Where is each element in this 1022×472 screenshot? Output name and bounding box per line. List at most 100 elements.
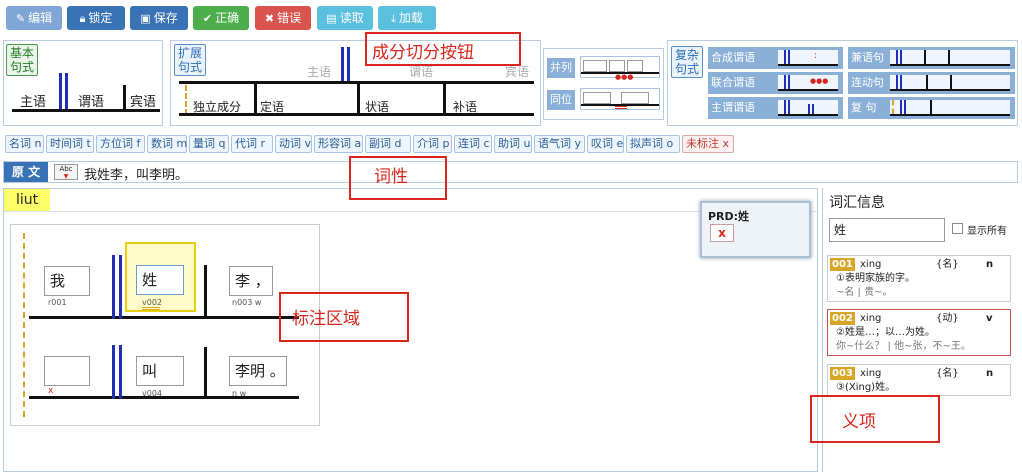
ext-object-label: 宾语 bbox=[505, 65, 530, 79]
joint-predicate-button[interactable]: 联合谓语●●● bbox=[708, 72, 843, 94]
lexicon-pane bbox=[822, 188, 1022, 472]
callout-pos-box bbox=[349, 156, 447, 200]
pos-chip[interactable]: 时间词 t bbox=[46, 135, 94, 153]
ext-top-line bbox=[179, 81, 534, 84]
coordination-panel[interactable]: 并列 ●●● 同位 bbox=[543, 48, 664, 120]
parallel-button[interactable]: 并列 bbox=[547, 58, 575, 78]
x-circle-icon: ✖ bbox=[264, 12, 275, 25]
word-cell-jiao[interactable]: 叫 bbox=[136, 356, 184, 386]
pos-chip[interactable]: 动词 v bbox=[275, 135, 312, 153]
subject-predicate-icon bbox=[778, 100, 838, 116]
selected-underline bbox=[142, 307, 160, 310]
role-popup-close-button[interactable]: x bbox=[710, 224, 734, 242]
parallel-icon: ●●● bbox=[580, 56, 660, 81]
pos-chip[interactable]: 方位词 f bbox=[96, 135, 145, 153]
callout-sense-box bbox=[810, 395, 940, 443]
edit-button[interactable]: ✎编辑 bbox=[6, 6, 62, 30]
extended-pattern-panel[interactable]: 扩展句式 主语 谓语 宾语 独立成分 定语 状语 补语 bbox=[170, 40, 541, 126]
word-tag-xing: v002 bbox=[142, 298, 163, 307]
object-label: 宾语 bbox=[130, 95, 157, 110]
sense-entry-002[interactable]: 002 xing {动} v ②姓是…；以…为姓。 你~什么？ | 他~张，不~… bbox=[827, 309, 1011, 356]
pos-chip[interactable]: 数词 m bbox=[147, 135, 187, 153]
complex-pattern-panel[interactable]: 复杂句式 合成谓语: 联合谓语●●● 主谓谓语 兼语句 连动句 复 句 bbox=[667, 40, 1018, 126]
compound-predicate-button[interactable]: 合成谓语: bbox=[708, 47, 843, 69]
subject-label: 主语 bbox=[20, 95, 47, 110]
pos-chip[interactable]: 量词 q bbox=[189, 135, 229, 153]
lexicon-search-input[interactable]: 姓 bbox=[829, 218, 945, 242]
callout-area-box bbox=[279, 292, 409, 342]
load-button[interactable]: ⤓加载 bbox=[378, 6, 436, 30]
word-tag-jiao: v004 bbox=[142, 389, 163, 398]
lock-button[interactable]: 🔒︎锁定 bbox=[67, 6, 125, 30]
word-cell-empty[interactable] bbox=[44, 356, 90, 386]
sense-entry-001[interactable]: 001 xing {名} n ①表明家族的字。 ~名 | 贵~。 bbox=[827, 255, 1011, 302]
correct-button[interactable]: ✔正确 bbox=[193, 6, 249, 30]
row1-subject-divider-2 bbox=[119, 255, 122, 319]
pivotal-sentence-button[interactable]: 兼语句 bbox=[848, 47, 1015, 69]
wrong-button[interactable]: ✖错误 bbox=[255, 6, 311, 30]
serial-verb-button[interactable]: 连动句 bbox=[848, 72, 1015, 94]
comp-divider bbox=[443, 83, 446, 115]
spellcheck-icon[interactable]: Abc▼ bbox=[54, 164, 78, 180]
show-all-label: 显示所有 bbox=[967, 226, 1007, 237]
subject-predicate-button[interactable]: 主谓谓语 bbox=[708, 97, 843, 119]
tab-underline bbox=[4, 211, 819, 212]
show-all-checkbox[interactable] bbox=[952, 223, 963, 234]
pos-chip[interactable]: 连词 c bbox=[454, 135, 492, 153]
extended-pattern-label: 扩展句式 bbox=[174, 44, 206, 76]
pos-chip[interactable]: 拟声词 o bbox=[626, 135, 680, 153]
apposition-button[interactable]: 同位 bbox=[547, 90, 575, 110]
serial-verb-icon bbox=[890, 75, 1010, 91]
source-text[interactable]: 我姓李，叫李明。 bbox=[84, 168, 189, 183]
pos-chip[interactable]: 副词 d bbox=[365, 135, 411, 153]
word-cell-xing[interactable]: 姓 bbox=[136, 265, 184, 295]
complement-label: 补语 bbox=[453, 100, 478, 114]
pos-chip[interactable]: 助词 u bbox=[494, 135, 532, 153]
check-circle-icon: ✔ bbox=[202, 12, 213, 25]
word-tag-liming: n w bbox=[232, 389, 247, 398]
ext-predicate-label: 谓语 bbox=[409, 65, 434, 79]
pos-chip[interactable]: 叹词 e bbox=[587, 135, 624, 153]
word-cell-li[interactable]: 李 ， bbox=[229, 266, 273, 296]
row2-subject-divider-2 bbox=[119, 345, 122, 399]
lexicon-title: 词汇信息 bbox=[829, 195, 885, 211]
sentence-diagram bbox=[10, 224, 320, 426]
word-cell-liming[interactable]: 李明 。 bbox=[229, 356, 287, 386]
role-popup[interactable]: PRD:姓 x bbox=[700, 201, 811, 258]
subject-divider-2 bbox=[65, 73, 68, 111]
independent-marker bbox=[185, 85, 187, 115]
pivotal-sentence-icon bbox=[890, 50, 1010, 66]
word-tag-li: n003 w bbox=[232, 298, 262, 307]
sense-entry-003[interactable]: 003 xing {名} n ③(Xing)姓。 bbox=[827, 364, 1011, 396]
adverbial-label: 状语 bbox=[365, 100, 390, 114]
basic-pattern-panel[interactable]: 基本句式 主语 谓语 宾语 bbox=[3, 40, 163, 126]
subject-divider bbox=[59, 73, 62, 111]
source-label: 原 文 bbox=[4, 162, 48, 182]
row2-subject-divider bbox=[112, 345, 115, 399]
source-bar: 原 文 Abc▼ 我姓李，叫李明。 bbox=[3, 161, 1018, 183]
lock-icon: 🔒︎ bbox=[79, 12, 86, 25]
annotator-tab[interactable]: liut bbox=[4, 189, 50, 211]
pos-chip[interactable]: 介词 p bbox=[413, 135, 452, 153]
pos-chip[interactable]: 名词 n bbox=[5, 135, 44, 153]
download-icon: ⤓ bbox=[391, 12, 396, 25]
file-icon: ▤ bbox=[326, 12, 337, 25]
ext-subject-label: 主语 bbox=[307, 65, 332, 79]
row2-object-divider bbox=[204, 347, 207, 399]
attr-divider bbox=[254, 83, 257, 115]
role-popup-title: PRD:姓 bbox=[708, 210, 750, 223]
row1-subject-divider bbox=[112, 255, 115, 319]
pos-chip[interactable]: 代词 r bbox=[231, 135, 273, 153]
compound-sentence-button[interactable]: 复 句 bbox=[848, 97, 1015, 119]
word-cell-wo[interactable]: 我 bbox=[44, 266, 90, 296]
save-button[interactable]: ▣保存 bbox=[130, 6, 188, 30]
ext-subject-divider bbox=[341, 47, 344, 83]
pos-chip[interactable]: 形容词 a bbox=[314, 135, 363, 153]
row1-object-divider bbox=[204, 265, 207, 319]
compound-sentence-icon bbox=[890, 100, 1010, 116]
pos-chip[interactable]: 未标注 x bbox=[682, 135, 734, 153]
pos-chip[interactable]: 语气词 y bbox=[534, 135, 585, 153]
callout-pos-text: 词性 bbox=[374, 167, 408, 187]
read-button[interactable]: ▤读取 bbox=[317, 6, 373, 30]
callout-sense-text: 义项 bbox=[842, 412, 876, 432]
